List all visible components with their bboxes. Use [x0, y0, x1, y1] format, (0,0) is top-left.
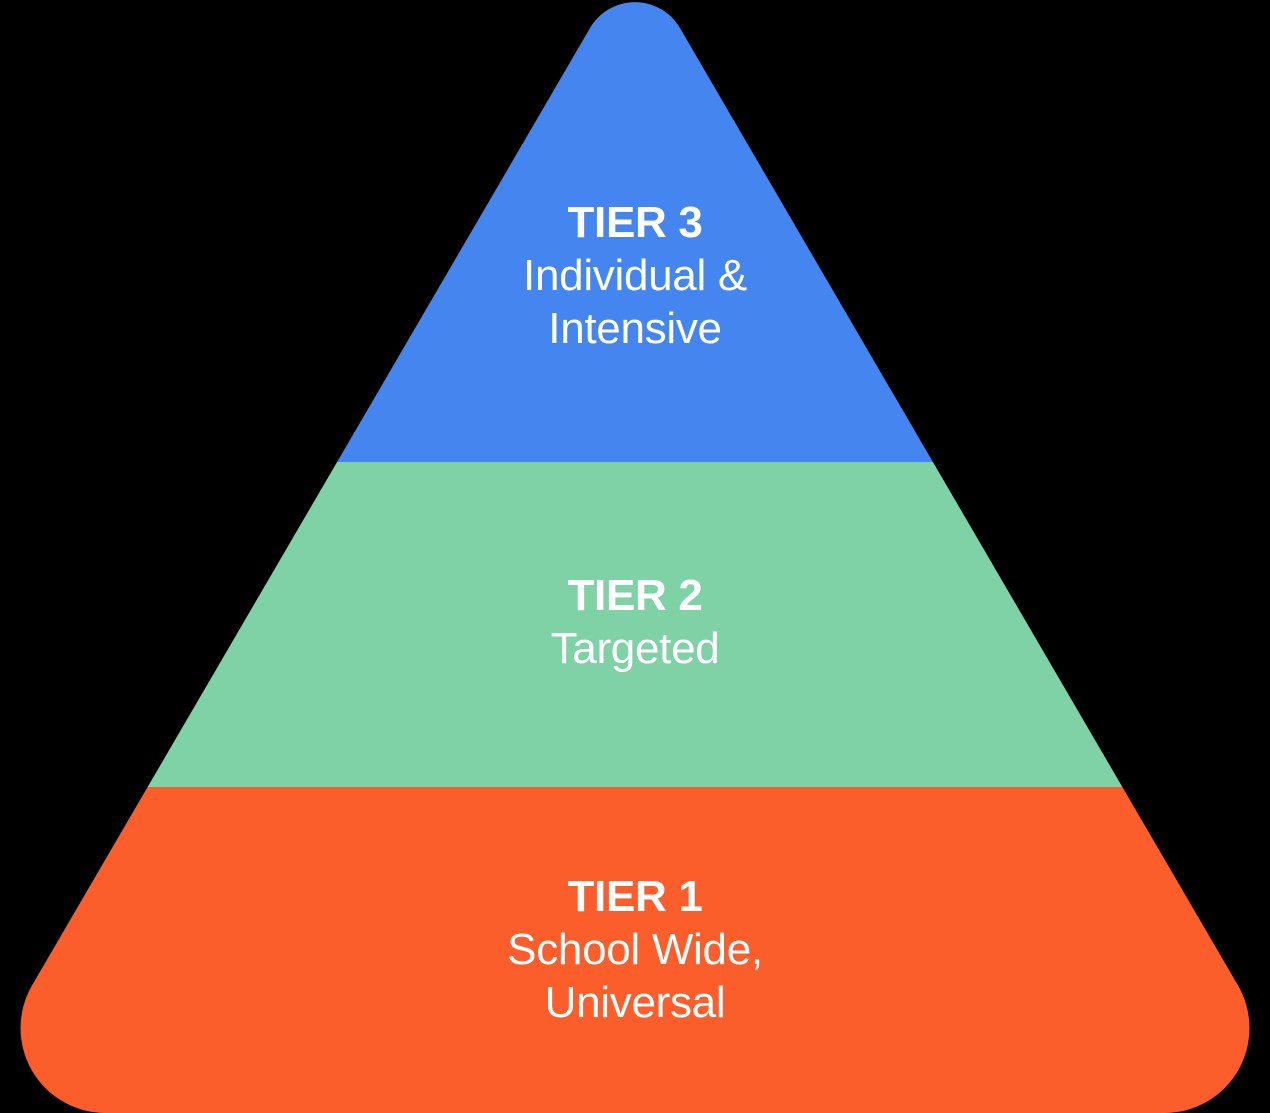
tier-3-description-line-1: Individual &	[523, 251, 747, 300]
tier-1-band	[20, 787, 1250, 1113]
tier-3-heading: TIER 3	[567, 198, 703, 247]
tier-2-label: TIER 2 Targeted	[0, 569, 1270, 675]
tier-3-description-line-2: Intensive	[548, 304, 722, 353]
tier-2-description-line-1: Targeted	[550, 624, 720, 673]
tier-1-label: TIER 1 School Wide, Universal	[0, 870, 1270, 1029]
tier-1-description-line-1: School Wide,	[507, 925, 763, 974]
tier-1-heading: TIER 1	[567, 872, 703, 921]
tier-2-heading: TIER 2	[567, 571, 703, 620]
tier-3-label: TIER 3 Individual & Intensive	[0, 196, 1270, 355]
tier-1-description-line-2: Universal	[544, 978, 726, 1027]
